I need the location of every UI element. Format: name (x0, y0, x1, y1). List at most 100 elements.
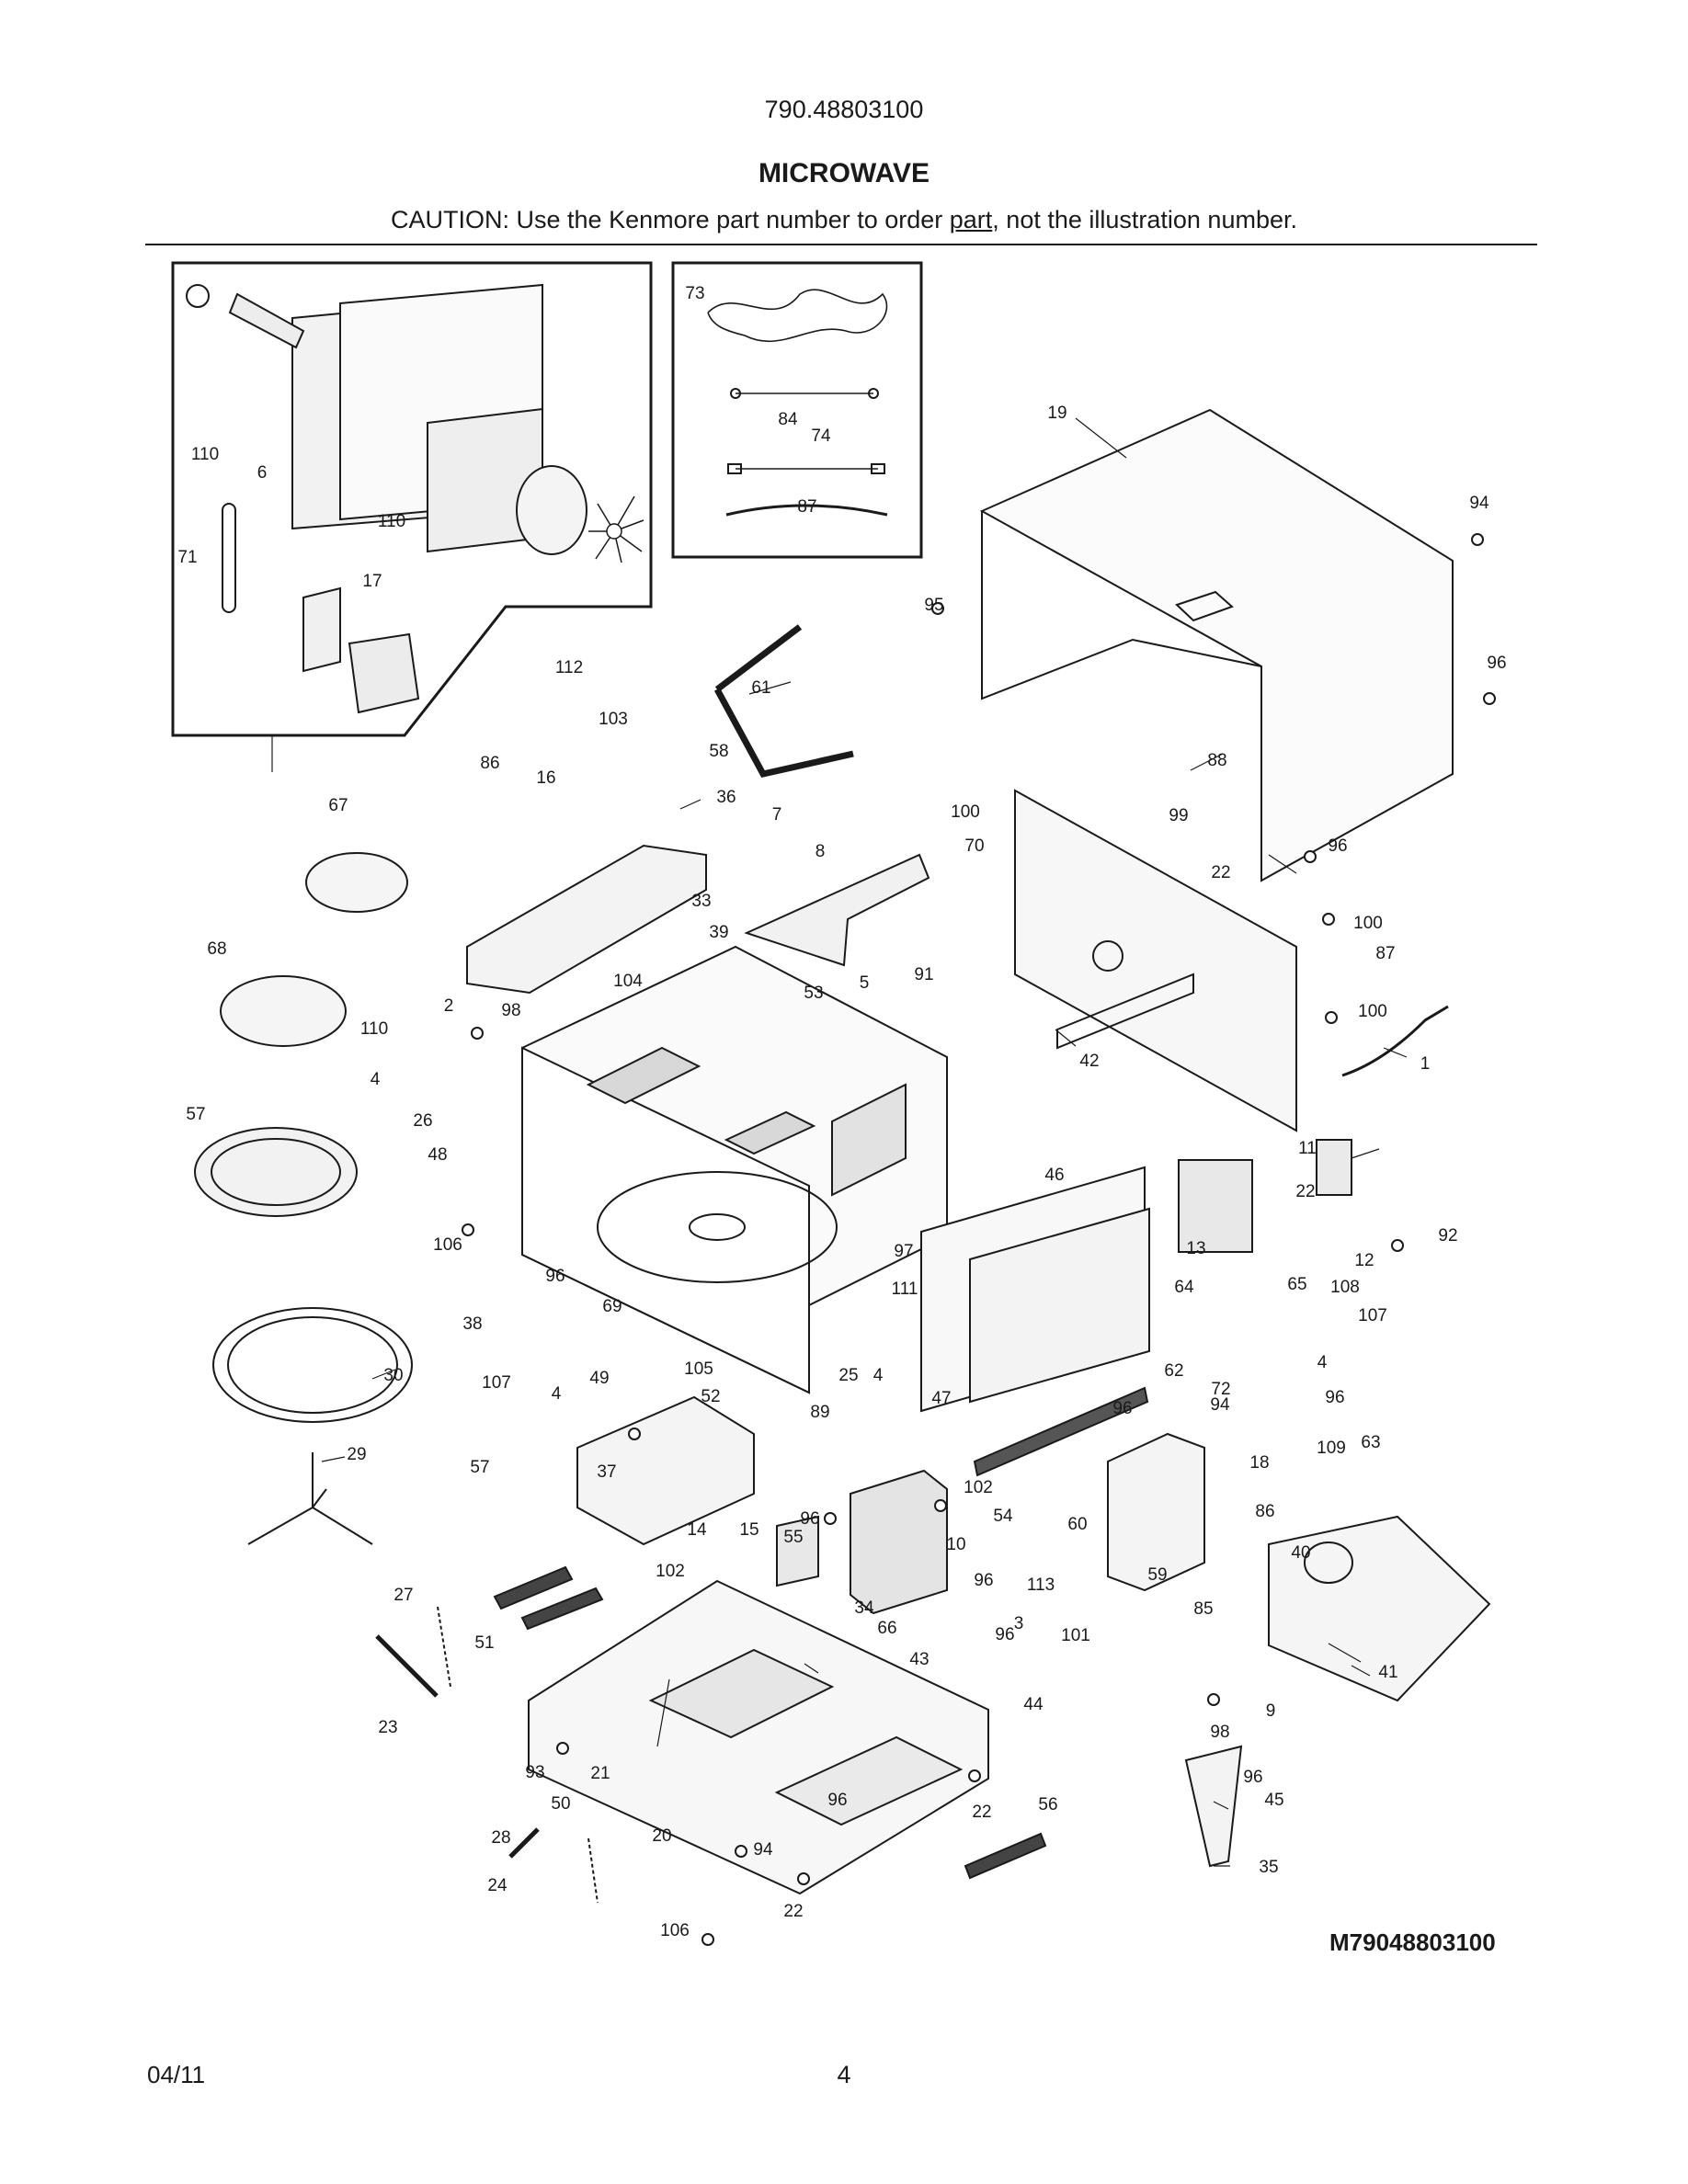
callout-98: 98 (501, 1001, 520, 1020)
callout-45: 45 (1264, 1791, 1283, 1810)
callout-26: 26 (413, 1111, 432, 1131)
callout-38: 38 (462, 1314, 482, 1334)
callout-86: 86 (480, 754, 499, 773)
caution-text-end: , not the illustration number. (992, 206, 1297, 233)
callout-63: 63 (1361, 1433, 1380, 1452)
callout-35: 35 (1259, 1858, 1278, 1877)
callout-87: 87 (1375, 944, 1395, 963)
callout-57: 57 (470, 1458, 489, 1477)
page-title: MICROWAVE (758, 158, 930, 188)
callout-9: 9 (1266, 1701, 1276, 1721)
callout-20: 20 (652, 1826, 671, 1846)
callout-22: 22 (972, 1803, 991, 1822)
callout-107: 107 (1358, 1306, 1387, 1325)
callout-110: 110 (360, 1019, 388, 1039)
callout-71: 71 (177, 548, 197, 567)
callout-96: 96 (800, 1509, 819, 1529)
callout-22: 22 (1295, 1182, 1315, 1201)
callout-57: 57 (186, 1105, 205, 1124)
callout-50: 50 (551, 1794, 570, 1814)
callout-96: 96 (545, 1267, 565, 1286)
callout-29: 29 (347, 1445, 366, 1464)
callout-16: 16 (536, 768, 555, 788)
callout-106: 106 (433, 1235, 462, 1255)
callout-102: 102 (964, 1478, 993, 1497)
callout-94: 94 (753, 1840, 773, 1860)
callout-93: 93 (525, 1763, 544, 1782)
page-number: 4 (837, 2061, 851, 2088)
callout-49: 49 (589, 1369, 609, 1388)
callout-61: 61 (751, 678, 770, 698)
callout-102: 102 (656, 1562, 685, 1581)
callout-109: 109 (1317, 1439, 1346, 1458)
callout-98: 98 (1210, 1723, 1229, 1742)
callout-13: 13 (1186, 1239, 1205, 1258)
callout-58: 58 (709, 742, 728, 761)
callout-101: 101 (1061, 1626, 1090, 1645)
callout-4: 4 (1317, 1353, 1328, 1372)
callout-41: 41 (1378, 1663, 1397, 1682)
callout-108: 108 (1330, 1278, 1360, 1297)
callout-70: 70 (964, 836, 984, 856)
callout-96: 96 (995, 1625, 1014, 1644)
callout-55: 55 (783, 1528, 803, 1547)
callout-74: 74 (811, 427, 831, 446)
callout-96: 96 (1487, 654, 1506, 673)
callout-96: 96 (1112, 1399, 1132, 1418)
callout-97: 97 (894, 1242, 913, 1261)
callout-100: 100 (1358, 1002, 1387, 1021)
header-divider (145, 244, 1537, 245)
callout-22: 22 (1211, 863, 1230, 882)
callout-12: 12 (1354, 1251, 1374, 1270)
callout-6: 6 (257, 463, 268, 483)
callout-87: 87 (797, 497, 816, 517)
callout-106: 106 (660, 1921, 690, 1940)
callout-33: 33 (691, 892, 711, 911)
callout-39: 39 (709, 923, 728, 942)
callout-3: 3 (1014, 1614, 1024, 1633)
callout-10: 10 (946, 1535, 965, 1554)
callout-47: 47 (931, 1389, 951, 1408)
callout-96: 96 (1243, 1768, 1262, 1787)
callout-1: 1 (1420, 1054, 1431, 1074)
caution-link-word: part (949, 206, 993, 233)
callout-52: 52 (701, 1387, 720, 1406)
callout-85: 85 (1193, 1599, 1213, 1619)
callout-73: 73 (685, 284, 704, 303)
callout-96: 96 (827, 1791, 847, 1810)
callout-37: 37 (597, 1462, 616, 1482)
callout-34: 34 (854, 1598, 874, 1618)
callout-43: 43 (909, 1650, 929, 1669)
footer-date: 04/11 (147, 2061, 206, 2088)
callout-94: 94 (1210, 1395, 1230, 1415)
callout-27: 27 (393, 1586, 413, 1605)
callout-25: 25 (838, 1366, 858, 1385)
callout-56: 56 (1038, 1795, 1057, 1814)
callout-28: 28 (491, 1828, 510, 1848)
callout-40: 40 (1291, 1543, 1310, 1563)
callout-24: 24 (487, 1876, 508, 1895)
callout-42: 42 (1079, 1052, 1099, 1071)
callout-94: 94 (1469, 494, 1489, 513)
callout-15: 15 (739, 1520, 758, 1540)
model-number: 790.48803100 (764, 96, 924, 123)
callout-96: 96 (1325, 1388, 1344, 1407)
callout-5: 5 (860, 973, 870, 993)
callout-113: 113 (1027, 1575, 1055, 1595)
callout-88: 88 (1207, 751, 1226, 770)
callout-44: 44 (1023, 1695, 1044, 1714)
callout-4: 4 (873, 1366, 884, 1385)
callout-67: 67 (328, 796, 348, 815)
callout-96: 96 (1328, 836, 1347, 856)
callout-51: 51 (474, 1633, 494, 1653)
callout-59: 59 (1147, 1565, 1167, 1585)
callout-17: 17 (362, 572, 382, 591)
callout-103: 103 (599, 710, 628, 729)
callout-46: 46 (1044, 1166, 1064, 1185)
callout-112: 112 (555, 658, 583, 677)
callout-62: 62 (1164, 1361, 1183, 1381)
callout-2: 2 (444, 996, 454, 1016)
callout-4: 4 (371, 1070, 381, 1089)
